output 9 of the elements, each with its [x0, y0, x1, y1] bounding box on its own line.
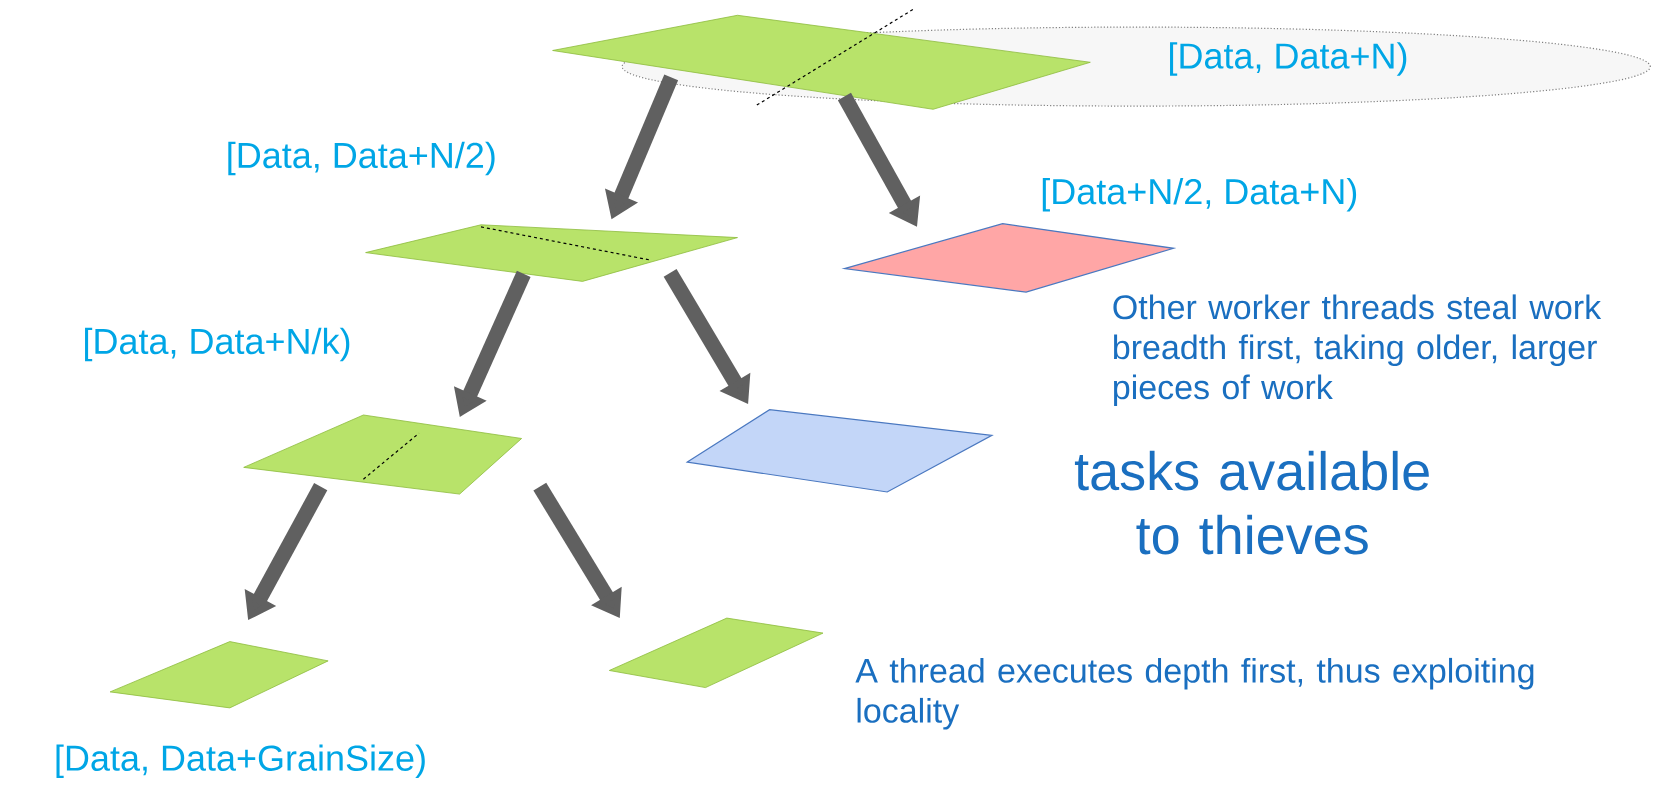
description-text: A thread executes depth first, thus exploiting locality — [855, 657, 1534, 730]
range-label: [Data, Data+N/k) — [85, 327, 350, 362]
range-label: [Data, Data+N) — [1170, 42, 1407, 76]
range-label: [Data, Data+GrainSize) — [56, 744, 425, 779]
range-label: [Data, Data+N/2) — [228, 141, 495, 176]
description-text: tasks available to thieves — [1074, 450, 1429, 555]
range-label: [Data+N/2, Data+N) — [1042, 178, 1357, 212]
description-text: Other worker threads steal work breadth first, taking older, larger pieces of work — [1113, 294, 1602, 407]
parallelogram — [608, 617, 824, 688]
